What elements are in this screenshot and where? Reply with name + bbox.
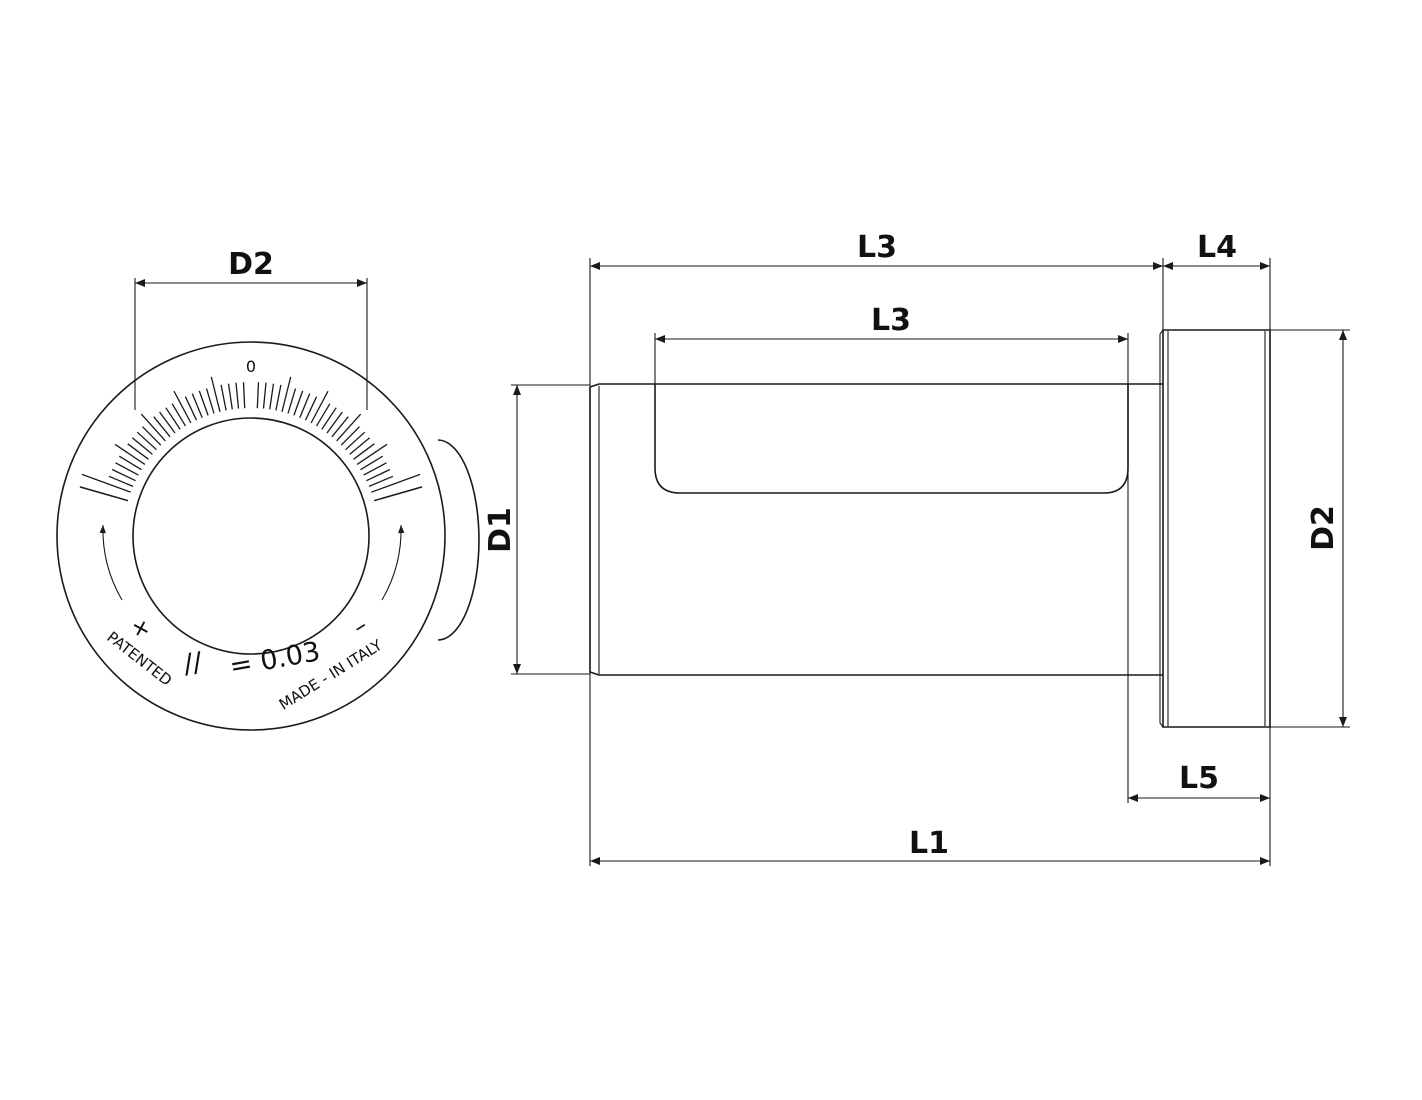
scale-tick — [326, 411, 343, 434]
scale-tick — [81, 473, 131, 493]
scale-tick — [281, 376, 292, 412]
scale-tick — [340, 426, 360, 446]
scale-tick — [331, 416, 349, 438]
l3-inner-label: L3 — [871, 303, 911, 338]
scale-tick — [210, 376, 221, 412]
l1-label: L1 — [909, 826, 949, 861]
outer-ring — [56, 341, 446, 731]
scale-tick — [371, 473, 421, 493]
scale-tick — [363, 462, 387, 476]
scale-tick — [287, 388, 297, 414]
scale-tick — [165, 407, 181, 430]
scale-tick — [356, 443, 388, 465]
scale-tick — [310, 390, 329, 424]
scale-tick — [118, 455, 142, 471]
d2-side-label: D2 — [1306, 505, 1341, 551]
flange — [1162, 329, 1271, 728]
scale-tick — [205, 388, 215, 414]
body-top-edge — [589, 383, 1163, 388]
flange-left-chamfer — [1159, 329, 1164, 728]
scale-tick — [171, 403, 187, 427]
parallel-icon: // — [182, 647, 205, 680]
l4-label: L4 — [1197, 230, 1237, 265]
scale-tick — [198, 390, 209, 416]
scale-tick — [345, 431, 366, 451]
ring-edge-arc — [437, 439, 480, 641]
minus-sign: – — [347, 611, 372, 641]
scale-tick — [111, 468, 136, 482]
scale-tick — [142, 426, 162, 446]
scale-tick — [235, 382, 240, 409]
scale-ticks — [79, 376, 423, 502]
left-arrow-icon — [99, 524, 123, 601]
scale-tick — [127, 443, 149, 460]
scale-tick — [114, 443, 146, 465]
scale-tick — [184, 396, 198, 421]
scale-tick — [304, 396, 318, 421]
scale-tick — [299, 393, 311, 418]
scale-zero-label: 0 — [246, 357, 256, 376]
front-view: 0 + – // = 0.03 PATENTED MADE - IN ITALY… — [56, 247, 480, 731]
scale-tick — [136, 431, 157, 451]
body-left-bottom-edge — [589, 387, 1163, 676]
scale-tick — [159, 411, 176, 434]
scale-tick — [131, 437, 153, 455]
scale-tick — [220, 384, 227, 411]
scale-tick — [321, 407, 337, 430]
d2-front-label: D2 — [228, 247, 274, 282]
scale-tick — [366, 468, 391, 482]
right-arrow-icon — [381, 524, 405, 601]
l3-outer-label: L3 — [857, 230, 897, 265]
scale-tick — [336, 413, 362, 442]
scale-tick — [293, 390, 304, 416]
scale-tick — [173, 390, 192, 424]
scale-tick — [256, 382, 260, 409]
l5-label: L5 — [1179, 761, 1219, 796]
flat-slot — [654, 384, 1129, 494]
scale-tick — [153, 416, 171, 438]
scale-tick — [315, 403, 331, 427]
scale-end-mark — [79, 486, 129, 502]
scale-end-mark — [373, 486, 423, 502]
scale-tick — [242, 382, 246, 409]
scale-tick — [269, 383, 275, 410]
scale-tick — [227, 383, 233, 410]
scale-tick — [191, 393, 203, 418]
scale-tick — [108, 475, 134, 487]
scale-tick — [368, 475, 394, 487]
tolerance-text: = 0.03 — [227, 636, 322, 682]
scale-tick — [360, 455, 384, 471]
scale-tick — [349, 437, 371, 455]
scale-tick — [275, 384, 282, 411]
scale-tick — [262, 382, 267, 409]
side-view: L3 L4 L3 D1 D2 L5 L1 — [483, 230, 1350, 866]
scale-tick — [353, 443, 375, 460]
scale-tick — [115, 462, 139, 476]
scale-tick — [140, 413, 166, 442]
inner-bore — [132, 417, 370, 655]
d1-label: D1 — [483, 507, 518, 553]
